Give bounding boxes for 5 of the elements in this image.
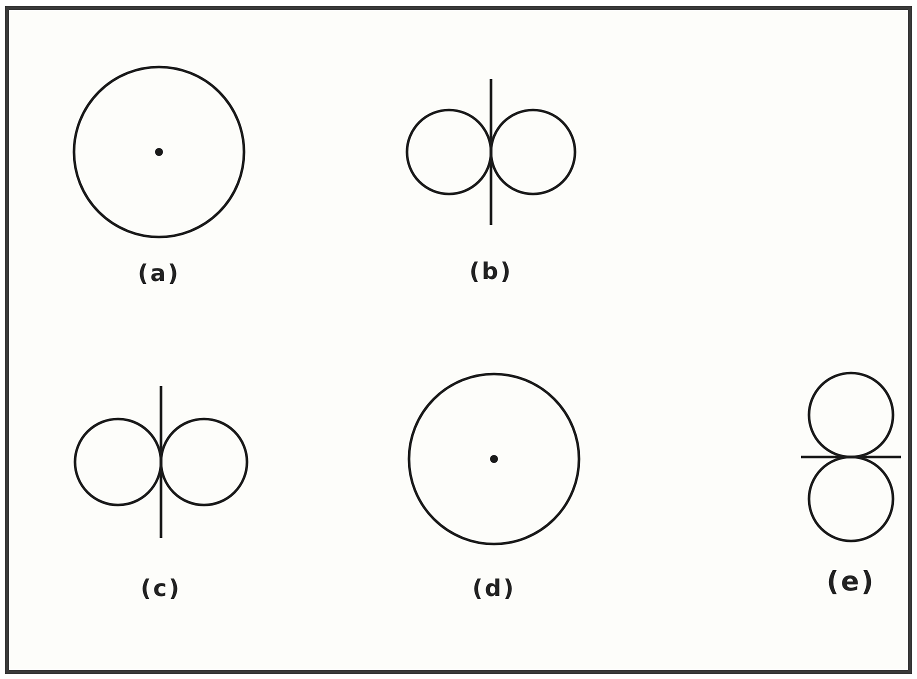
figure-label: (b): [469, 259, 513, 285]
figure-label: (a): [138, 261, 180, 287]
figure-label: (d): [472, 576, 516, 602]
figure-label: (e): [826, 566, 876, 598]
figure-label: (c): [140, 576, 182, 602]
